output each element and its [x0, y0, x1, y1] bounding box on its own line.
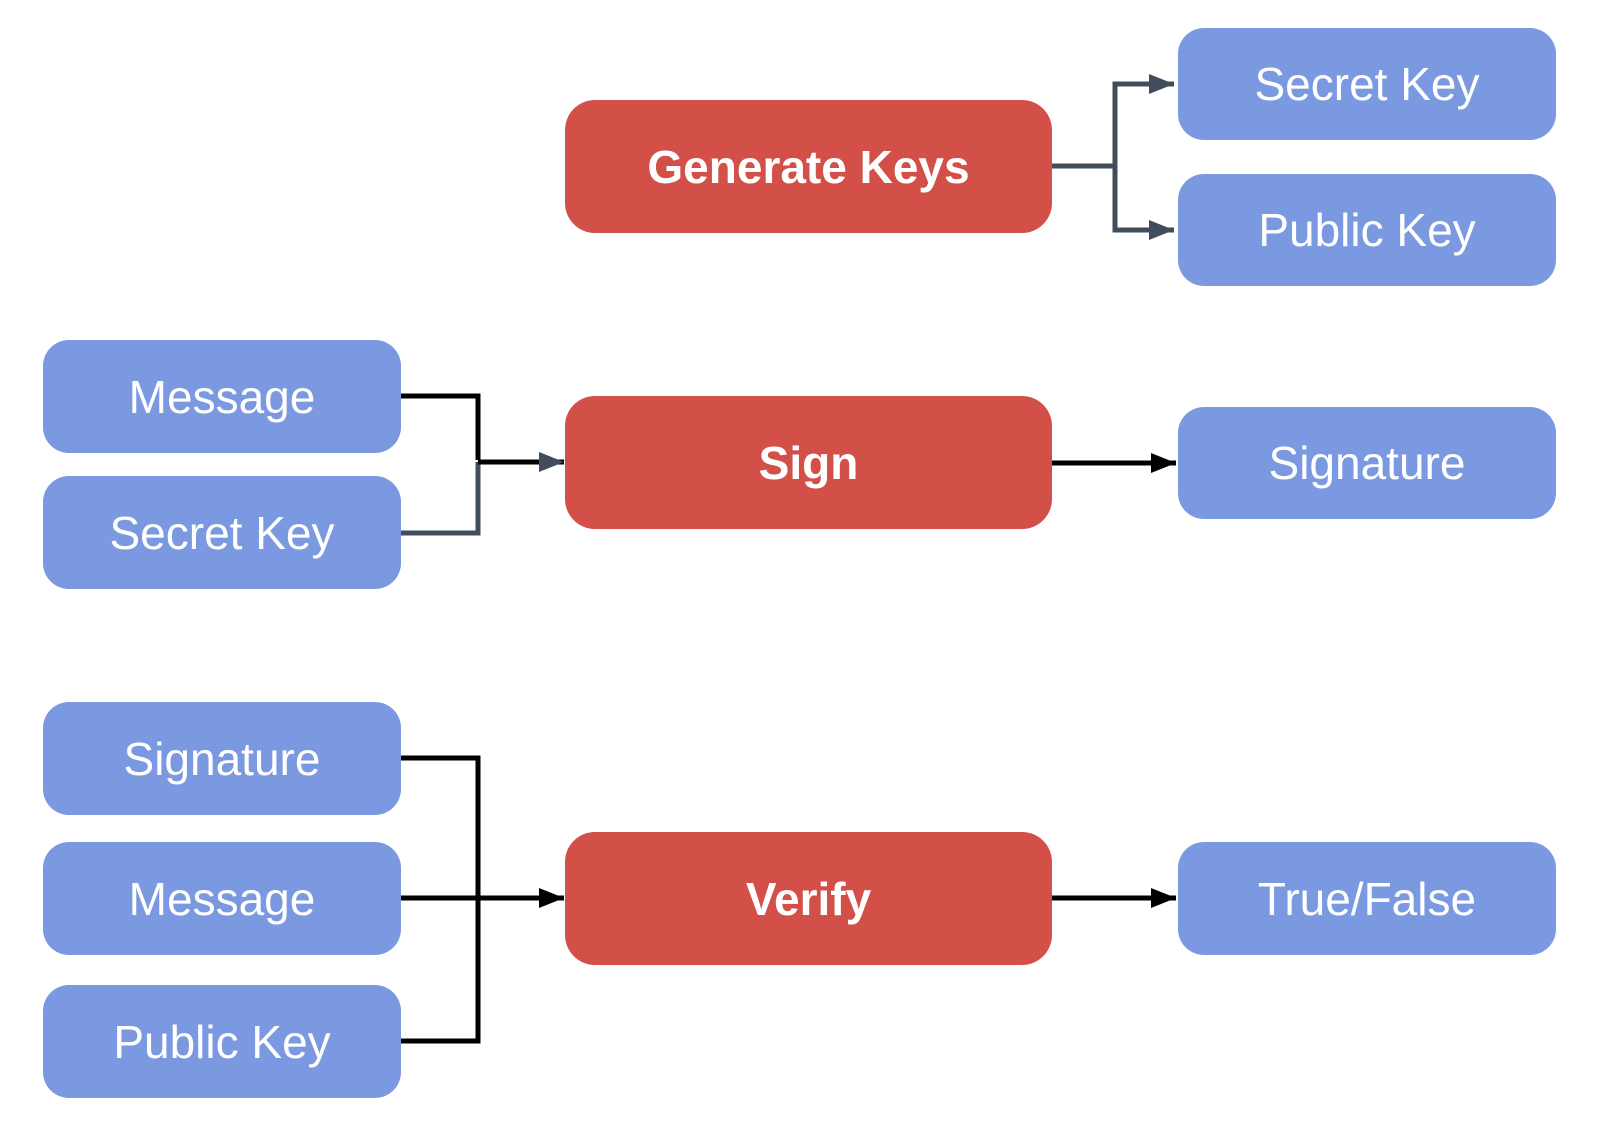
node-message-sign-input: Message [43, 340, 401, 453]
node-message-verify-input-label: Message [128, 872, 316, 925]
node-signature-verify-input: Signature [43, 702, 401, 815]
connector-signature-publickey-join [401, 755, 481, 1044]
node-secret-key-sign-input: Secret Key [43, 476, 401, 589]
node-message-sign-input-label: Message [128, 370, 316, 423]
node-secret-key-output: Secret Key [1178, 28, 1556, 140]
node-sign-label: Sign [758, 436, 859, 489]
node-public-key-output: Public Key [1178, 174, 1556, 286]
node-public-key-verify-input: Public Key [43, 985, 401, 1098]
node-public-key-output-label: Public Key [1258, 204, 1476, 256]
node-verify: Verify [565, 832, 1052, 965]
node-true-false-output: True/False [1178, 842, 1556, 955]
connector-message-join [401, 393, 481, 460]
node-signature-verify-input-label: Signature [123, 732, 321, 785]
node-generate-keys-label: Generate Keys [647, 140, 970, 193]
connector-secretkey-join [401, 462, 481, 536]
node-true-false-output-label: True/False [1257, 872, 1477, 925]
connector-generatekeys-publickey [1112, 166, 1174, 240]
node-public-key-verify-input-label: Public Key [113, 1015, 331, 1068]
node-message-verify-input: Message [43, 842, 401, 955]
node-signature-output-label: Signature [1268, 437, 1466, 489]
node-generate-keys: Generate Keys [565, 100, 1052, 233]
node-secret-key-output-label: Secret Key [1254, 58, 1480, 110]
node-sign: Sign [565, 396, 1052, 529]
node-verify-label: Verify [745, 872, 872, 925]
node-signature-output: Signature [1178, 407, 1556, 519]
node-secret-key-sign-input-label: Secret Key [109, 506, 335, 559]
connector-generatekeys-secretkey [1112, 74, 1174, 166]
